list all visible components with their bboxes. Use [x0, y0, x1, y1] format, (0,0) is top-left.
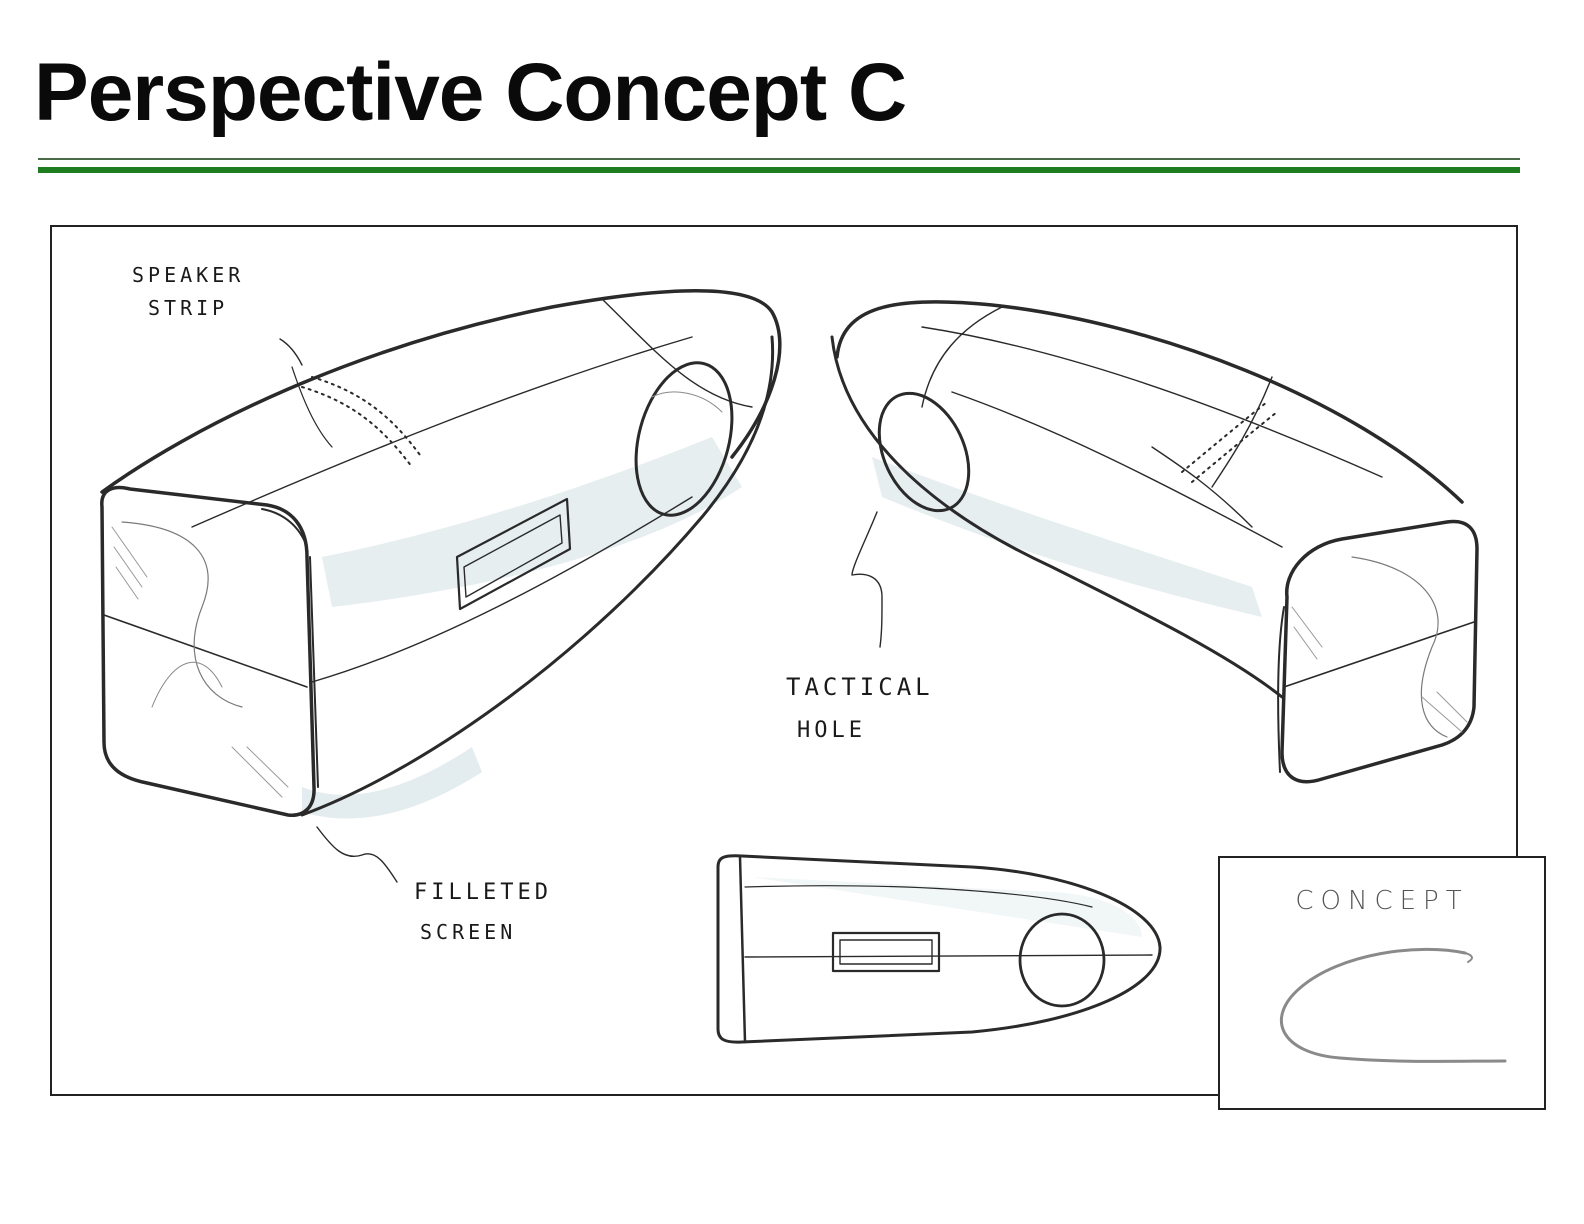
right-device-sketch	[830, 300, 1479, 784]
title-divider-accent	[38, 167, 1520, 173]
tactical-hole-label-line1: TACTICAL	[786, 673, 934, 701]
filleted-screen-label-line1: FILLETED	[414, 880, 552, 905]
side-view-device-sketch	[716, 854, 1162, 1044]
concept-letter-mark	[1280, 947, 1507, 1063]
title-divider-thin	[38, 158, 1520, 160]
left-device-sketch	[100, 289, 782, 883]
speaker-strip-label-line1: SPEAKER	[132, 263, 244, 287]
tactical-hole-label-line2: HOLE	[797, 718, 866, 743]
concept-sketch-drawing: SPEAKER STRIP TACTICAL HOLE FILLETED SCR…	[100, 263, 1479, 1044]
page-title: Perspective Concept C	[34, 47, 907, 138]
concept-sketch-frame: SPEAKER STRIP TACTICAL HOLE FILLETED SCR…	[50, 225, 1518, 1096]
sketch-annotations: SPEAKER STRIP TACTICAL HOLE FILLETED SCR…	[132, 263, 934, 944]
concept-stamp: CONCEPT	[1218, 856, 1546, 1110]
concept-stamp-word: CONCEPT	[1295, 886, 1469, 916]
filleted-screen-label-line2: SCREEN	[420, 920, 516, 944]
speaker-strip-label-line2: STRIP	[148, 296, 228, 320]
